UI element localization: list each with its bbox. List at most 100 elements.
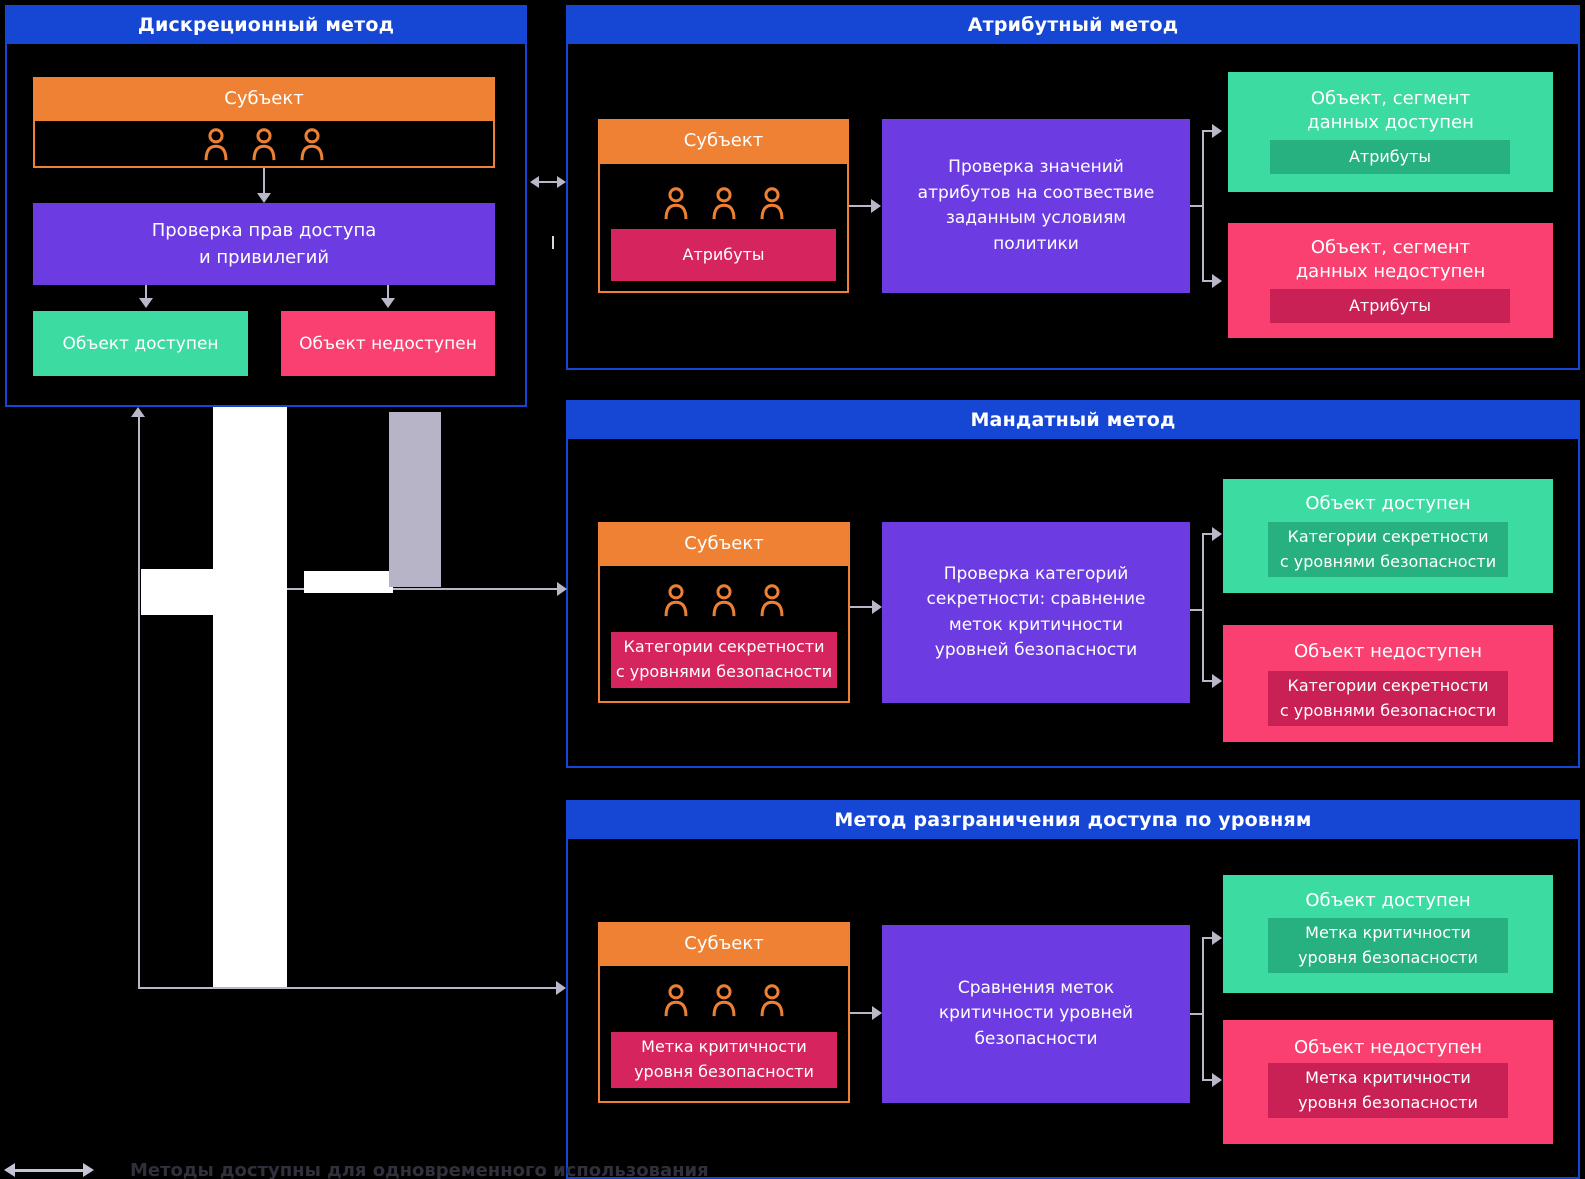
attribute-subject-label: Субъект [683, 130, 764, 151]
person-icon [204, 127, 228, 160]
denied-label: Объект недоступен [1293, 641, 1483, 662]
arrow-subject-to-process [849, 205, 871, 207]
elbow-horizontal [138, 987, 556, 989]
branch-stub [1190, 205, 1203, 207]
arrow-down-icon [257, 193, 271, 203]
arrow-subject-to-process [850, 606, 872, 608]
branch-to-allowed [1202, 937, 1212, 939]
panel-discretionary-title: Дискреционный метод [137, 13, 395, 36]
levels-subject-tag: Метка критичности уровня безопасности [611, 1032, 837, 1088]
arrow-right-icon [1212, 931, 1222, 945]
person-icon [712, 983, 736, 1016]
arrow-down-icon [381, 298, 395, 308]
person-icon [712, 186, 735, 219]
arrow-right-icon [872, 600, 882, 614]
arrow-right-icon [557, 582, 567, 596]
person-icon [664, 983, 688, 1016]
arrow-up-icon [131, 407, 145, 417]
attribute-process-text: Проверка значений атрибутов на соотвеств… [917, 157, 1155, 254]
lavender-connector-bar [389, 412, 441, 587]
attribute-allowed-tag-label: Атрибуты [1348, 146, 1432, 166]
legend-label: Методы доступны для одновременного испол… [130, 1160, 709, 1179]
double-arrow-icon [530, 176, 539, 188]
subject-users-icons [598, 980, 850, 1020]
levels-subject-label: Субъект [684, 932, 764, 954]
levels-process-text: Сравнения меток критичности уровней безо… [938, 977, 1134, 1049]
arrow-right-icon [1212, 1073, 1222, 1087]
person-icon [252, 127, 276, 160]
discretionary-object-allowed: Объект доступен [33, 311, 248, 376]
discretionary-process-text: Проверка прав доступа и привилегий [151, 220, 377, 268]
arrow-right-icon [1212, 674, 1222, 688]
allowed-label: Объект доступен [1305, 493, 1471, 514]
panel-discretionary-header: Дискреционный метод [5, 5, 527, 44]
panel-attribute-title: Атрибутный метод [967, 13, 1179, 36]
branch-to-denied [1202, 280, 1212, 282]
person-icon [760, 983, 784, 1016]
allowed-label: Объект доступен [1305, 890, 1471, 911]
denied-label: Объект недоступен [299, 333, 477, 354]
branch-stub [1190, 1013, 1203, 1015]
discretionary-subject-header: Субъект [33, 77, 495, 119]
white-connector-bar-left [141, 569, 213, 615]
levels-subject-header: Субъект [598, 922, 850, 964]
denied-label: Объект недоступен [1293, 1037, 1483, 1058]
levels-allowed-tag: Метка критичности уровня безопасности [1268, 918, 1508, 973]
allowed-label: Объект, сегмент данных доступен [1307, 88, 1474, 134]
white-connector-bar-right [304, 571, 393, 593]
arrow-down-icon [139, 298, 153, 308]
arrow-check-to-denied [387, 285, 389, 299]
line-to-mandatory [287, 588, 557, 590]
arrow-subject-to-process [850, 1012, 872, 1014]
denied-label: Объект, сегмент данных недоступен [1295, 237, 1486, 283]
arrow-right-icon [556, 981, 566, 995]
person-icon [760, 583, 784, 616]
arrow-right-icon [871, 199, 881, 213]
double-arrow-icon [4, 1163, 15, 1177]
subject-users-icons [598, 580, 850, 620]
white-connector-bar-vertical [213, 407, 287, 987]
discretionary-subject-label: Субъект [224, 87, 304, 109]
allowed-label: Объект доступен [62, 333, 219, 354]
branch-to-allowed [1202, 130, 1212, 132]
mandatory-subject-header: Субъект [598, 522, 850, 564]
attribute-denied-tag: Атрибуты [1270, 289, 1510, 323]
mandatory-denied-tag: Категории секретности с уровнями безопас… [1268, 671, 1508, 726]
person-icon [664, 583, 688, 616]
attribute-allowed-tag: Атрибуты [1270, 140, 1510, 174]
elbow-vertical [138, 416, 140, 989]
levels-allowed-tag-label: Метка критичности уровня безопасности [1298, 922, 1478, 967]
levels-denied-tag: Метка критичности уровня безопасности [1268, 1063, 1508, 1118]
legend-arrow-shaft [14, 1169, 84, 1172]
attribute-process-box: Проверка значений атрибутов на соотвеств… [882, 119, 1190, 293]
arrow-subject-to-check [263, 168, 265, 194]
levels-denied-tag-label: Метка критичности уровня безопасности [1298, 1067, 1478, 1112]
mandatory-subject-tag: Категории секретности с уровнями безопас… [611, 632, 837, 688]
panel-mandatory-title: Мандатный метод [970, 408, 1176, 431]
double-arrow-icon [557, 176, 566, 188]
panel-link-shaft [538, 181, 558, 183]
arrow-right-icon [1212, 527, 1222, 541]
person-icon [664, 186, 687, 219]
mandatory-allowed-tag-label: Категории секретности с уровнями безопас… [1279, 526, 1497, 571]
attribute-object-allowed: Объект, сегмент данных доступен [1228, 72, 1553, 192]
levels-process-box: Сравнения меток критичности уровней безо… [882, 925, 1190, 1103]
attribute-subject-tag-label: Атрибуты [682, 244, 765, 264]
double-arrow-icon [83, 1163, 94, 1177]
discretionary-object-denied: Объект недоступен [281, 311, 495, 376]
levels-subject-tag-label: Метка критичности уровня безопасности [634, 1037, 814, 1081]
mandatory-process-text: Проверка категорий секретности: сравнени… [926, 563, 1146, 661]
subject-users-icons [33, 125, 495, 163]
mandatory-denied-tag-label: Категории секретности с уровнями безопас… [1279, 675, 1497, 720]
person-icon [760, 186, 783, 219]
arrow-right-icon [1212, 124, 1222, 138]
attribute-subject-tag: Атрибуты [611, 229, 836, 281]
discretionary-subject-body [33, 119, 495, 168]
panel-attribute-header: Атрибутный метод [566, 5, 1580, 44]
mandatory-subject-tag-label: Категории секретности с уровнями безопас… [615, 637, 833, 681]
subject-users-icons [598, 183, 849, 223]
attribute-subject-header: Субъект [598, 119, 849, 162]
mandatory-allowed-tag: Категории секретности с уровнями безопас… [1268, 522, 1508, 577]
arrow-right-icon [872, 1006, 882, 1020]
